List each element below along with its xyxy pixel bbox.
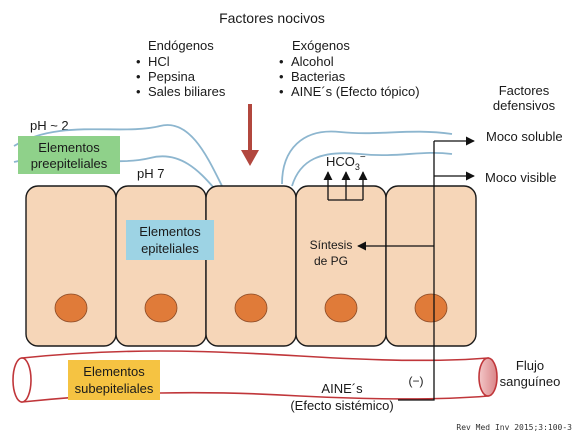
ph-surface-label: pH 7 xyxy=(137,166,164,181)
pathway-arrows xyxy=(323,136,475,401)
preepithelial-text: preepiteliales xyxy=(31,156,108,171)
cell-nucleus xyxy=(234,293,268,323)
bullet: • xyxy=(279,84,284,99)
bullet: • xyxy=(279,69,284,84)
mucus-line-right-upper xyxy=(281,130,453,185)
vessel-right-end xyxy=(478,357,498,397)
endogenous-item: Pepsina xyxy=(148,69,196,84)
cell-nuclei xyxy=(54,293,448,323)
blood-flow-label: Flujo xyxy=(516,358,544,373)
cell-nucleus xyxy=(144,293,178,323)
epithelial-cell xyxy=(385,185,477,347)
bicarbonate-label: HCO3− xyxy=(326,152,366,172)
bullet: • xyxy=(136,54,141,69)
ph-lumen-label: pH ~ 2 xyxy=(30,118,69,133)
cell-nucleus xyxy=(324,293,358,323)
preepithelial-text: Elementos xyxy=(38,140,100,155)
moco-visible-label: Moco visible xyxy=(485,170,557,185)
defensive-factors-title: Factores xyxy=(499,83,550,98)
pg-synthesis-label: de PG xyxy=(314,254,348,268)
endogenous-heading: Endógenos xyxy=(148,38,214,53)
bicarbonate-base: HCO xyxy=(326,154,355,169)
bicarbonate-subscript: 3 xyxy=(355,162,360,172)
aines-systemic-label: (Efecto sistémico) xyxy=(290,398,393,413)
bicarbonate-superscript: − xyxy=(360,152,366,163)
endogenous-item: HCl xyxy=(148,54,170,69)
cell-nucleus xyxy=(54,293,88,323)
epithelial-text: epiteliales xyxy=(141,241,199,256)
epithelial-label: Elementos epiteliales xyxy=(126,220,214,260)
subepithelial-text: subepiteliales xyxy=(75,381,154,396)
blood-flow-label: sanguíneo xyxy=(500,374,561,389)
bullet: • xyxy=(136,84,141,99)
aines-systemic-label: AINE´s xyxy=(321,381,363,396)
cell-nucleus xyxy=(414,293,448,323)
moco-soluble-label: Moco soluble xyxy=(486,129,563,144)
endogenous-factors: Endógenos • HCl • Pepsina • Sales biliar… xyxy=(136,38,226,99)
citation: Rev Med Inv 2015;3:100-3 xyxy=(456,423,572,432)
exogenous-item: AINE´s (Efecto tópico) xyxy=(291,84,420,99)
subepithelial-text: Elementos xyxy=(83,364,145,379)
inhibition-sign: (−) xyxy=(409,374,424,388)
exogenous-item: Bacterias xyxy=(291,69,346,84)
pg-synthesis-label: Síntesis xyxy=(310,238,353,252)
epithelial-text: Elementos xyxy=(139,224,201,239)
endogenous-item: Sales biliares xyxy=(148,84,226,99)
bullet: • xyxy=(136,69,141,84)
exogenous-factors: Exógenos • Alcohol • Bacterias • AINE´s … xyxy=(279,38,420,99)
bullet: • xyxy=(279,54,284,69)
exogenous-heading: Exógenos xyxy=(292,38,350,53)
diagram-title: Factores nocivos xyxy=(219,10,325,26)
preepithelial-label: Elementos preepiteliales xyxy=(18,136,120,174)
subepithelial-label: Elementos subepiteliales xyxy=(68,360,160,400)
defensive-factors-title: defensivos xyxy=(493,98,556,113)
mucus-line-left-upper xyxy=(13,124,223,187)
vessel-left-end xyxy=(12,357,32,403)
noxious-arrow xyxy=(241,104,259,166)
exogenous-item: Alcohol xyxy=(291,54,334,69)
mucus-line-right-lower xyxy=(291,151,453,187)
systemic-pathway-line xyxy=(398,141,435,401)
